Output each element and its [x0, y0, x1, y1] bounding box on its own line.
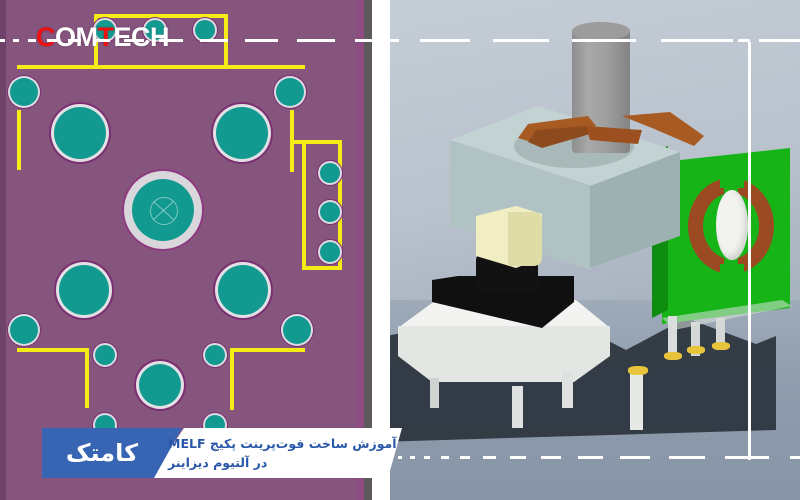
pcb-solder-1 — [664, 352, 682, 360]
dash-segment — [424, 456, 431, 459]
pad-top-right-small[interactable] — [195, 20, 215, 40]
bottom-banner: کامتک آموزش ساخت فوت‌پرینت پکیج MELF در … — [0, 428, 800, 484]
silk-bottom-right-rail — [230, 348, 305, 352]
caption-line-2: در آلتیوم دیزاینر — [168, 455, 268, 470]
pad-side-col-3[interactable] — [320, 242, 340, 262]
dash-segment — [541, 456, 562, 459]
silk-top-rail — [17, 65, 305, 69]
white-pin-4 — [630, 368, 643, 430]
pcb-center-hole — [716, 190, 748, 260]
pad-upper-left-big[interactable] — [54, 107, 106, 159]
dash-segment — [159, 39, 184, 42]
pad-mid-left-big[interactable] — [59, 265, 109, 315]
white-housing-body — [398, 326, 610, 382]
pad-upper-right-big[interactable] — [216, 107, 268, 159]
logo-part-ech: ECH — [113, 22, 170, 52]
dash-segment — [759, 39, 800, 42]
white-pin-3 — [562, 372, 573, 408]
logo-part-c: C — [36, 22, 56, 52]
dash-segment — [572, 39, 637, 42]
dash-segment — [410, 456, 415, 459]
logo-part-om: OM — [55, 22, 98, 52]
dash-segment — [355, 39, 399, 42]
dash-segment — [669, 456, 705, 459]
silk-side-box-right — [338, 140, 342, 270]
dash-segment — [28, 39, 37, 42]
silk-left-vertical — [17, 110, 21, 170]
panel-divider — [372, 0, 390, 500]
pad-lower-mid-right[interactable] — [205, 345, 225, 365]
pcb-solder-2 — [687, 346, 705, 354]
white-pin-4-solder — [628, 366, 648, 375]
banner-white-shape — [150, 428, 402, 478]
pad-upper-right-edge[interactable] — [276, 78, 304, 106]
dash-segment — [492, 39, 549, 42]
board-edge-right-shadow — [364, 0, 372, 500]
pcb-solder-3 — [712, 342, 730, 350]
dash-segment — [661, 39, 733, 42]
pad-lower-left-edge[interactable] — [10, 316, 38, 344]
pcb-pin-1 — [668, 316, 677, 354]
dash-segment — [297, 39, 335, 42]
beige-cap-shade — [508, 212, 542, 266]
silk-side-box-bottom — [302, 266, 342, 270]
center-origin-icon — [150, 197, 178, 225]
measure-dash-top — [0, 39, 800, 42]
white-pin-2 — [512, 386, 523, 428]
pad-upper-left-edge[interactable] — [10, 78, 38, 106]
logo-part-t: T — [97, 22, 115, 52]
shaft-top-cap — [572, 22, 630, 40]
copper-arc-gap-top — [720, 172, 744, 188]
pcb-pin-3 — [716, 318, 725, 350]
dash-segment — [46, 39, 57, 42]
board-edge-left — [0, 0, 6, 500]
silk-bottom-left-drop — [85, 348, 89, 408]
comtech-logo: COMTECH — [36, 22, 170, 53]
silk-side-box-top — [290, 140, 342, 144]
pad-top-left-small[interactable] — [95, 20, 115, 40]
dash-segment — [199, 39, 228, 42]
dash-segment — [245, 39, 279, 42]
dash-segment — [790, 456, 800, 459]
pcb-footprint-panel[interactable]: COMTECH — [0, 0, 372, 500]
dash-segment — [94, 39, 110, 42]
pad-top-mid-small[interactable] — [145, 20, 165, 40]
dash-segment — [420, 39, 471, 42]
measure-dash-bottom — [398, 456, 800, 459]
caption-text: آموزش ساخت فوت‌پرینت پکیج MELF در آلتیوم… — [168, 430, 397, 476]
silk-bottom-left-rail — [17, 348, 89, 352]
pad-side-col-1[interactable] — [320, 163, 340, 183]
pad-lower-right-edge[interactable] — [283, 316, 311, 344]
dash-segment — [68, 39, 82, 42]
banner-blue-shape — [42, 428, 182, 478]
silk-bottom-right-drop — [230, 348, 234, 410]
dash-segment — [725, 456, 769, 459]
dash-segment — [13, 39, 19, 42]
board-edge-right — [356, 0, 364, 500]
dash-segment — [440, 456, 449, 459]
measure-frame-vertical — [748, 42, 751, 460]
dash-segment — [398, 456, 402, 459]
pcb-pin-2 — [691, 322, 700, 356]
copper-leg-center — [586, 126, 642, 144]
pad-bottom-center[interactable] — [139, 364, 181, 406]
copper-arc-gap-bottom — [720, 264, 744, 280]
measure-frame-corner — [738, 39, 750, 42]
dash-segment — [577, 456, 603, 459]
pad-side-col-2[interactable] — [320, 202, 340, 222]
component-3d-render[interactable] — [390, 0, 800, 500]
dash-segment — [483, 456, 496, 459]
dash-segment — [124, 39, 144, 42]
brand-label: کامتک — [65, 439, 139, 467]
caption-line-1: آموزش ساخت فوت‌پرینت پکیج MELF — [168, 435, 397, 451]
dash-segment — [0, 39, 5, 42]
dash-segment — [620, 456, 651, 459]
silk-top-box-top — [94, 14, 228, 18]
silk-side-box-left — [302, 140, 306, 270]
pad-lower-mid-left[interactable] — [95, 345, 115, 365]
white-pin-1 — [430, 378, 439, 408]
dash-segment — [460, 456, 471, 459]
dash-segment — [510, 456, 526, 459]
pad-mid-right-big[interactable] — [218, 265, 268, 315]
